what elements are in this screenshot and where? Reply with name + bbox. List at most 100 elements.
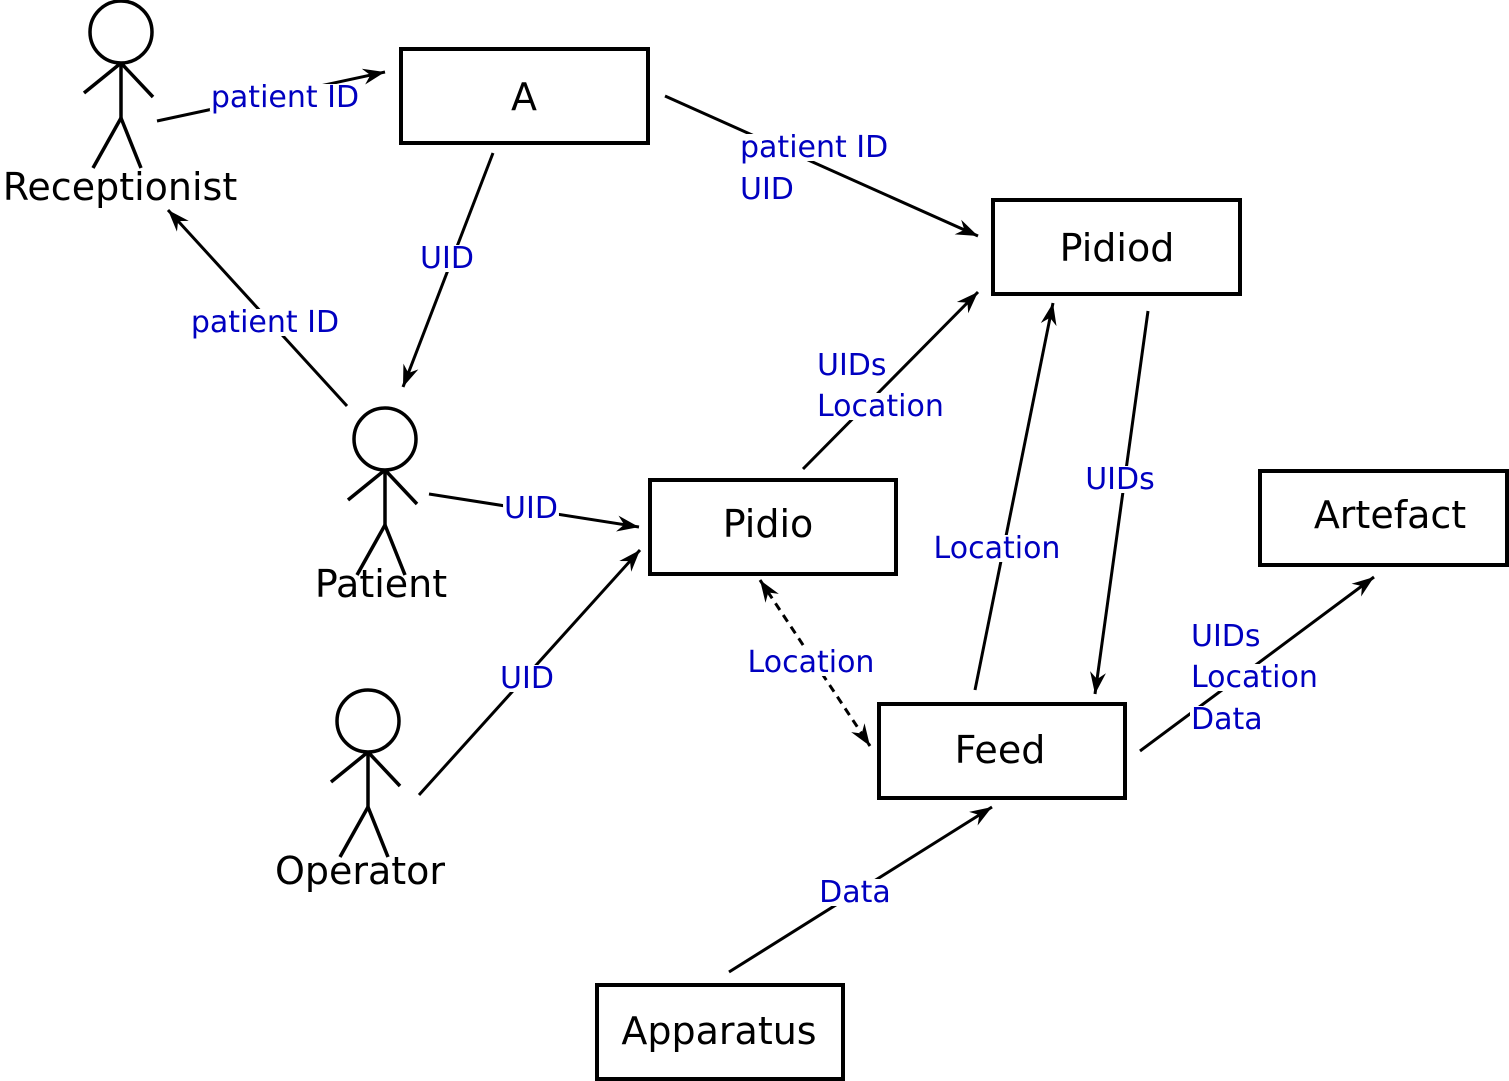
node-apparatus[interactable]: Apparatus <box>595 983 845 1081</box>
edge-label: patient ID <box>740 130 888 165</box>
edge-patient-to-receptionist <box>166 208 349 408</box>
edge-label: Data <box>1191 702 1263 737</box>
actor-label: Receptionist <box>3 165 238 209</box>
actor-label: Operator <box>275 849 445 893</box>
node-box <box>877 702 1127 800</box>
edge-label-background <box>746 649 876 676</box>
arrowhead-icon <box>619 550 640 572</box>
actor-left-leg <box>355 524 387 576</box>
edge-label: UID <box>740 172 794 207</box>
actor-left-leg <box>338 806 370 858</box>
edge-feed-to-pidiod <box>973 302 1057 691</box>
arrowhead-icon <box>168 210 189 232</box>
actor-label: Patient <box>315 562 447 606</box>
actor-receptionist[interactable]: Receptionist <box>3 0 238 209</box>
node-a[interactable]: A <box>399 47 650 145</box>
edge-label-background <box>499 665 555 692</box>
arrowhead-icon <box>403 363 419 387</box>
edge-label: UIDs <box>1085 462 1155 497</box>
edge-label: Location <box>817 389 944 424</box>
node-label: Pidiod <box>1060 226 1175 270</box>
edge-label-background <box>818 879 892 906</box>
actor-left-arm <box>329 750 370 784</box>
node-box <box>595 983 845 1081</box>
actor-right-leg <box>383 524 407 576</box>
actor-head <box>335 688 401 754</box>
node-label: Apparatus <box>621 1009 816 1053</box>
node-feed[interactable]: Feed <box>877 702 1127 800</box>
node-box <box>399 47 650 145</box>
edge-pidio-to-pidiod <box>801 290 980 471</box>
edge-label-background <box>189 309 341 336</box>
actor-head <box>88 0 154 65</box>
arrowhead-icon <box>1040 303 1057 327</box>
edge-label: patient ID <box>211 80 359 115</box>
edge-label-background <box>1190 623 1262 650</box>
edge-label: UIDs <box>1191 619 1261 654</box>
actor-right-arm <box>366 750 402 788</box>
actor-right-arm <box>119 61 155 99</box>
edge-label-background <box>209 84 361 111</box>
node-pidio[interactable]: Pidio <box>648 478 898 576</box>
actor-right-leg <box>366 806 390 858</box>
actor-left-arm <box>82 61 123 95</box>
arrowhead-icon <box>760 580 779 603</box>
node-box <box>1258 469 1509 567</box>
actor-left-arm <box>346 468 387 502</box>
arrowhead-icon <box>361 68 385 85</box>
stick-figure-icon <box>346 406 419 576</box>
actor-left-leg <box>91 117 123 169</box>
edge-line <box>166 208 349 408</box>
edge-label-background <box>816 352 888 379</box>
node-box <box>648 478 898 576</box>
edge-label: Location <box>934 531 1061 566</box>
stick-figure-icon <box>82 0 155 169</box>
edge-label-background <box>1190 706 1264 733</box>
edge-label: Data <box>819 875 891 910</box>
node-label: Feed <box>955 728 1046 772</box>
actor-operator[interactable]: Operator <box>275 688 445 893</box>
node-label: Artefact <box>1314 493 1466 537</box>
arrowhead-icon <box>954 219 978 236</box>
edge-label-background <box>1190 664 1319 691</box>
node-label: Pidio <box>723 502 814 546</box>
edge-label-background <box>739 134 890 161</box>
edge-label: UIDs <box>817 348 887 383</box>
edge-label-background <box>932 535 1062 562</box>
edge-line <box>1093 310 1150 695</box>
edge-line <box>801 290 980 471</box>
arrowhead-icon <box>1090 671 1106 694</box>
edge-label: UID <box>500 661 554 696</box>
edge-label: Location <box>1191 660 1318 695</box>
edge-line <box>664 94 979 238</box>
edge-pidiod-to-feed <box>1090 310 1150 695</box>
edge-label-background <box>1084 466 1156 493</box>
arrowhead-icon <box>969 807 992 826</box>
actor-right-leg <box>119 117 143 169</box>
actor-right-arm <box>383 468 419 506</box>
node-box <box>991 198 1242 296</box>
arrowhead-icon <box>956 292 978 314</box>
edge-label: Location <box>748 645 875 680</box>
edge-line <box>973 302 1055 691</box>
edge-labels-layer: patient ID patient ID UID UID patient ID UID U… <box>189 80 1319 910</box>
actor-head <box>352 406 418 472</box>
arrowhead-icon <box>851 723 870 746</box>
stick-figure-icon <box>329 688 402 858</box>
node-artefact[interactable]: Artefact <box>1258 469 1509 567</box>
edge-label-background <box>419 245 475 272</box>
edge-a-to-pidiod <box>664 94 979 238</box>
edge-label: UID <box>504 491 558 526</box>
edge-label-background <box>503 495 559 522</box>
node-label: A <box>511 75 537 119</box>
arrowhead-icon <box>1351 577 1374 597</box>
edge-label: patient ID <box>191 305 339 340</box>
actor-patient[interactable]: Patient <box>315 406 447 606</box>
node-pidiod[interactable]: Pidiod <box>991 198 1242 296</box>
edge-label: UID <box>420 241 474 276</box>
edge-label-background <box>816 393 945 420</box>
arrowhead-icon <box>616 515 639 532</box>
